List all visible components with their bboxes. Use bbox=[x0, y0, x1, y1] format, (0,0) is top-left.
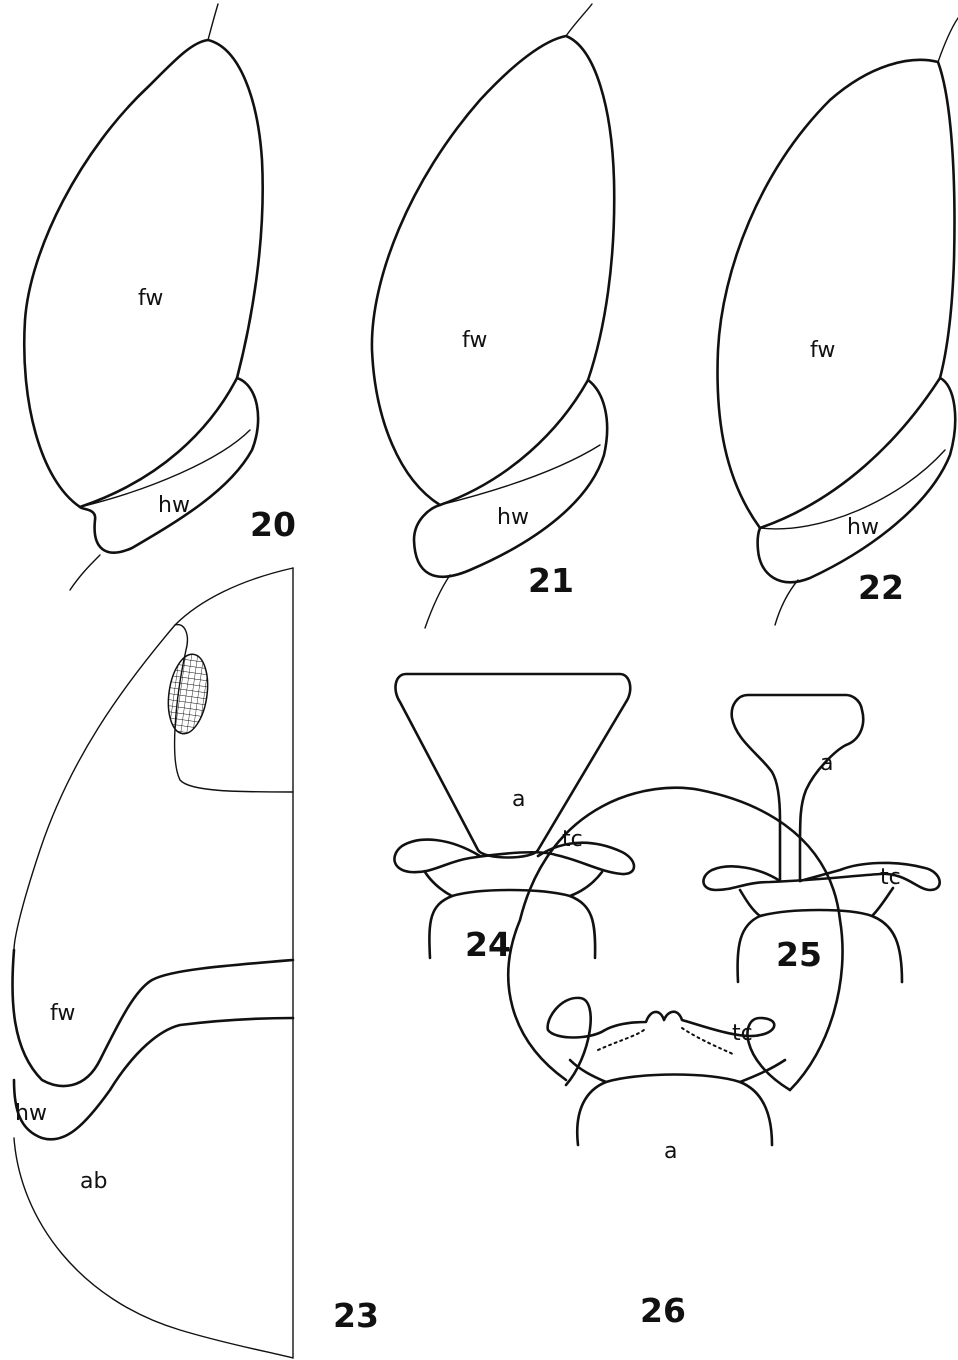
figure-21: fw hw 21 bbox=[372, 4, 614, 628]
figure-number: 26 bbox=[640, 1291, 686, 1330]
figure-number: 23 bbox=[333, 1296, 379, 1335]
label-fw: fw bbox=[138, 286, 163, 311]
forewing-outline bbox=[717, 60, 954, 528]
figure-20: fw hw 20 bbox=[24, 4, 296, 590]
label-fw: fw bbox=[462, 328, 487, 353]
antenna-line bbox=[566, 4, 592, 36]
structure-a-outline bbox=[732, 695, 864, 881]
structure-a-outline bbox=[395, 674, 630, 858]
label-ab: ab bbox=[80, 1169, 107, 1194]
figure-26: a tc 26 bbox=[508, 788, 842, 1330]
figure-number: 25 bbox=[776, 935, 822, 974]
lateral-outline bbox=[14, 625, 175, 950]
body-outline bbox=[175, 568, 293, 625]
label-a: a bbox=[820, 751, 833, 776]
hindwing-outline bbox=[14, 1018, 293, 1139]
label-fw: fw bbox=[810, 338, 835, 363]
hindwing-outline bbox=[414, 380, 607, 577]
leg-line bbox=[70, 555, 100, 590]
figure-23: fw hw ab 23 bbox=[12, 568, 378, 1358]
eye-hatched bbox=[164, 652, 213, 737]
leg-line bbox=[425, 575, 450, 628]
connector-right bbox=[872, 888, 893, 916]
hindwing-outline bbox=[758, 378, 956, 582]
forewing-outline bbox=[372, 36, 614, 505]
connector-right bbox=[570, 872, 602, 896]
label-hw: hw bbox=[158, 493, 190, 518]
figure-number: 22 bbox=[858, 568, 904, 607]
label-a: a bbox=[664, 1139, 677, 1164]
label-fw: fw bbox=[50, 1001, 75, 1026]
basal-segment bbox=[577, 1075, 772, 1146]
leg-line bbox=[775, 580, 798, 625]
connector-left bbox=[425, 872, 452, 896]
antenna-line bbox=[208, 4, 218, 40]
label-hw: hw bbox=[497, 505, 529, 530]
label-hw: hw bbox=[15, 1101, 47, 1126]
label-tc: tc bbox=[562, 827, 583, 852]
figure-number: 24 bbox=[465, 925, 511, 964]
antenna-line bbox=[938, 18, 958, 62]
connector-right bbox=[740, 1060, 785, 1082]
label-a: a bbox=[512, 787, 525, 812]
forewing-outline bbox=[24, 40, 262, 507]
figure-25: a tc 25 bbox=[703, 695, 939, 982]
tooth-crest-outline bbox=[703, 863, 939, 890]
hindwing-outline bbox=[80, 378, 258, 553]
label-hw: hw bbox=[847, 515, 879, 540]
figure-24: a tc 24 bbox=[394, 674, 634, 964]
figure-22: fw hw 22 bbox=[717, 18, 958, 625]
figure-number: 21 bbox=[528, 561, 574, 600]
label-tc: tc bbox=[880, 865, 901, 890]
connector-left bbox=[740, 890, 760, 916]
label-tc: tc bbox=[732, 1021, 753, 1046]
abdomen-outline bbox=[14, 1138, 293, 1358]
figure-number: 20 bbox=[250, 505, 296, 544]
